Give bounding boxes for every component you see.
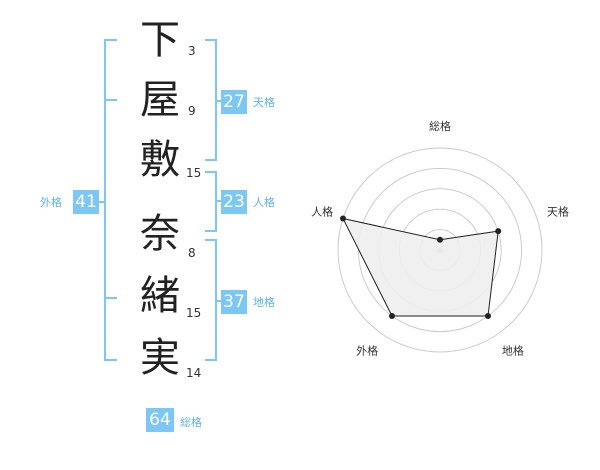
radar-axis-label: 総格 — [429, 119, 451, 133]
radar-axis-label: 地格 — [502, 343, 524, 357]
kanji-char: 敷 — [140, 137, 180, 183]
radar-point — [484, 313, 491, 320]
gaikaku-label: 外格 — [40, 196, 62, 209]
kanji-char: 屋 — [140, 77, 180, 123]
radar-point — [339, 215, 346, 222]
radar-axis-label: 天格 — [547, 205, 569, 219]
radar-points — [339, 215, 502, 320]
tenkaku-badge: 27 — [221, 90, 247, 114]
radar-grid-ring — [337, 147, 543, 353]
radar-point — [437, 236, 443, 243]
stroke-count: 15 — [186, 306, 202, 320]
jinkaku-label: 人格 — [253, 196, 275, 209]
gaikaku-tick — [105, 99, 117, 299]
radar-point — [495, 228, 502, 235]
radar-axis-label: 外格 — [356, 343, 378, 357]
gaikaku-badge: 41 — [73, 190, 99, 214]
soukaku-label: 総格 — [180, 416, 202, 429]
kanji-char: 緒 — [140, 273, 180, 319]
jinkaku-badge: 23 — [221, 190, 247, 214]
radar-point — [389, 313, 396, 320]
kanji-char: 奈 — [140, 211, 180, 257]
stroke-count: 9 — [188, 104, 196, 118]
stroke-count: 3 — [188, 44, 196, 58]
gaikaku-bracket — [104, 39, 117, 361]
radar-axis-label: 人格 — [311, 205, 333, 219]
chikaku-badge: 37 — [221, 290, 247, 314]
tenkaku-label: 天格 — [253, 96, 275, 109]
radar-polygon — [342, 217, 499, 317]
stroke-count: 15 — [186, 166, 202, 180]
kanji-char: 実 — [140, 335, 180, 381]
stroke-count: 8 — [188, 246, 196, 260]
soukaku-badge: 64 — [146, 408, 174, 432]
stroke-count: 14 — [186, 366, 202, 380]
chikaku-label: 地格 — [253, 296, 275, 309]
kanji-char: 下 — [140, 17, 180, 63]
